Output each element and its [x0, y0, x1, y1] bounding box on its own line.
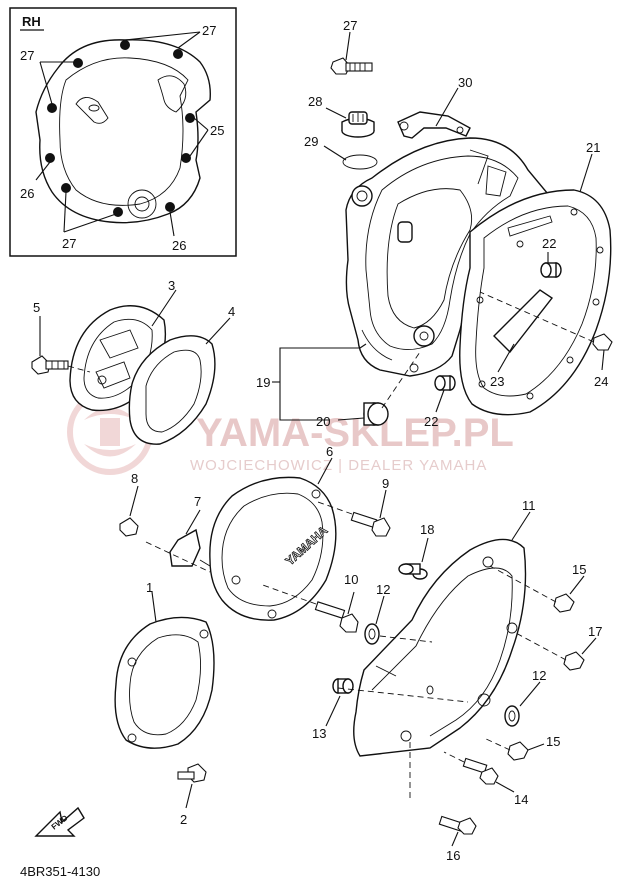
- label-12-left: 12: [376, 582, 390, 597]
- label-29: 29: [304, 134, 318, 149]
- label-15-upper: 15: [572, 562, 586, 577]
- label-22-upper: 22: [542, 236, 556, 251]
- bolt-16: [409, 742, 477, 835]
- rh-label-27-bottom: 27: [62, 236, 76, 251]
- label-3: 3: [168, 278, 175, 293]
- label-14: 14: [514, 792, 528, 807]
- label-27: 27: [343, 18, 357, 33]
- bolt-17: [513, 631, 585, 671]
- bolt-2: [177, 763, 207, 783]
- label-6: 6: [326, 444, 333, 459]
- bolt-15b: [483, 737, 529, 761]
- label-10: 10: [344, 572, 358, 587]
- label-22-lower: 22: [424, 414, 438, 429]
- label-5: 5: [33, 300, 40, 315]
- label-23: 23: [490, 374, 504, 389]
- generator-cover-6: YAMAHA: [199, 476, 337, 621]
- label-15-lower: 15: [546, 734, 560, 749]
- label-8: 8: [131, 471, 138, 486]
- crankcase-cover-19: [345, 137, 551, 377]
- guide-23: [493, 289, 554, 354]
- rh-label-26-left: 26: [20, 186, 34, 201]
- rh-label-27-left: 27: [20, 48, 34, 63]
- label-2: 2: [180, 812, 187, 827]
- label-28: 28: [308, 94, 322, 109]
- rh-label-26-right: 26: [172, 238, 186, 253]
- bolt-9: [317, 501, 391, 537]
- oil-seal-20: [363, 351, 421, 426]
- label-12-right: 12: [532, 668, 546, 683]
- dowel-pin-22a: [540, 262, 562, 278]
- label-21: 21: [586, 140, 600, 155]
- bolt-14: [443, 751, 499, 785]
- rh-label-27-top: 27: [202, 23, 216, 38]
- rh-cover-outline: [35, 39, 211, 224]
- label-7: 7: [194, 494, 201, 509]
- clutch-cover-11: [353, 538, 527, 757]
- rh-inset: RH 27 27 25: [9, 7, 237, 257]
- bracket-30: [397, 111, 471, 139]
- dowel-pin-13: [332, 678, 354, 694]
- label-19: 19: [256, 375, 270, 390]
- rh-label-25: 25: [210, 123, 224, 138]
- dowel-pin-18: [398, 563, 428, 580]
- bolt-10: [259, 583, 359, 633]
- diagram-code: 4BR351-4130: [20, 864, 100, 879]
- dowel-pin-22b: [434, 375, 456, 391]
- fwd-arrow-icon: FWD: [34, 806, 85, 837]
- oil-filler-cap-28: [341, 111, 375, 138]
- bolt-15a: [489, 565, 575, 613]
- watermark-tagline: WOJCIECHOWICZ | DEALER YAMAHA: [190, 457, 487, 474]
- part-number-labels: 27 30 28 29 21 22 3 4 5 19 23 24 20 22 6…: [33, 18, 608, 863]
- bolt-8: [119, 517, 139, 537]
- label-24: 24: [594, 374, 608, 389]
- label-17: 17: [588, 624, 602, 639]
- cover-1: [114, 616, 215, 749]
- label-13: 13: [312, 726, 326, 741]
- bolt-27: [330, 57, 373, 75]
- label-16: 16: [446, 848, 460, 863]
- label-9: 9: [382, 476, 389, 491]
- o-ring-29: [342, 154, 378, 170]
- washer-12b: [504, 705, 520, 727]
- bolt-5: [31, 355, 91, 375]
- label-18: 18: [420, 522, 434, 537]
- label-20: 20: [316, 414, 330, 429]
- washer-12a: [364, 623, 380, 645]
- label-1: 1: [146, 580, 153, 595]
- bolt-24: [479, 291, 613, 351]
- leader-lines: [39, 31, 605, 847]
- label-4: 4: [228, 304, 235, 319]
- watermark-brand: YAMA-SKLEP.PL: [196, 411, 514, 455]
- label-11: 11: [522, 498, 536, 513]
- gasket-4: [128, 335, 216, 445]
- rh-inset-label: RH: [22, 14, 41, 29]
- label-30: 30: [458, 75, 472, 90]
